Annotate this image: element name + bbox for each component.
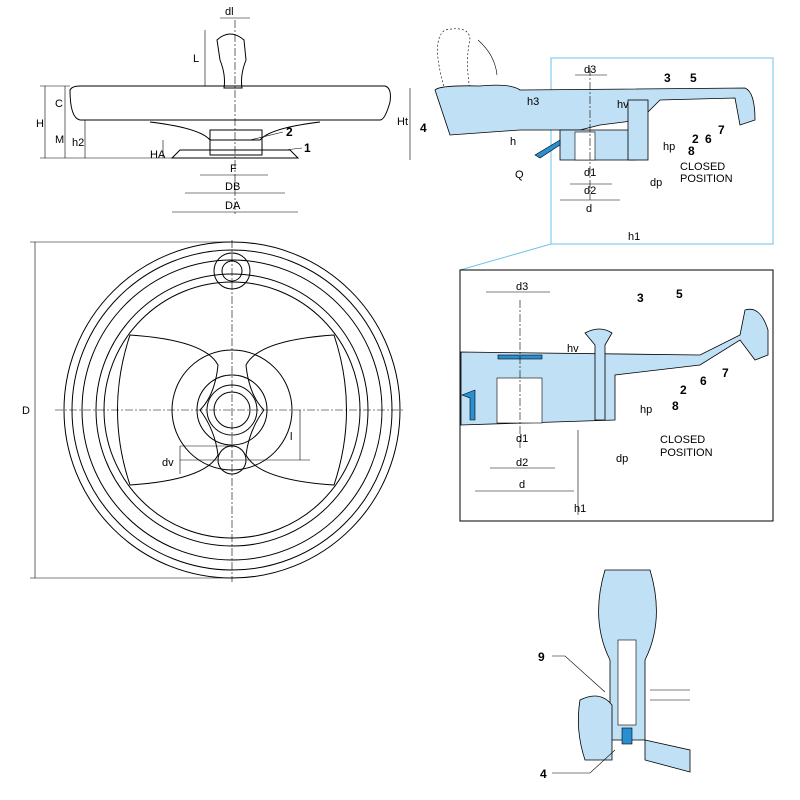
label-d1: d1	[584, 167, 596, 179]
label-hp: hp	[663, 141, 675, 153]
label-h1: h1	[628, 231, 640, 243]
label-H: H	[36, 118, 44, 130]
label-d: d	[586, 203, 592, 215]
label-C: C	[55, 98, 63, 110]
callout-4: 4	[420, 121, 427, 135]
label-d3: d3	[584, 64, 596, 76]
label-closed: CLOSED	[680, 161, 725, 173]
label-L: L	[193, 53, 199, 65]
label-dp: dp	[650, 177, 662, 189]
label-position: POSITION	[680, 173, 733, 185]
detail-callout-6: 6	[700, 374, 707, 388]
label-D: D	[22, 405, 30, 417]
label-h: h	[510, 136, 516, 148]
label-dv: dv	[162, 457, 174, 469]
detail-label-h1: h1	[574, 503, 586, 515]
hub	[209, 129, 263, 156]
label-DB: DB	[225, 181, 240, 193]
label-h2: h2	[72, 137, 84, 149]
revolving-handle	[216, 33, 247, 89]
detail-callout-2: 2	[680, 383, 687, 397]
detail-callout-7: 7	[722, 366, 729, 380]
callout-8: 8	[688, 144, 695, 158]
detail-label-d: d	[519, 479, 525, 491]
handle-section-view: 9 4	[538, 569, 691, 781]
callout-9: 9	[538, 650, 545, 664]
callout-5: 5	[690, 71, 697, 85]
side-view: dl L C H M h2 HA F DB DA 2 1	[36, 6, 391, 215]
callout-2b: 2	[692, 132, 699, 146]
section-view: d3 3 5 hv h3 Ht 4 h Q d1 d2 d 2 6 7 hp 8…	[397, 28, 774, 271]
label-hv: hv	[617, 99, 629, 111]
callout-1: 1	[304, 141, 311, 155]
label-Q: Q	[515, 169, 524, 181]
detail-label-d2: d2	[516, 457, 528, 469]
callout-6: 6	[705, 132, 712, 146]
label-DA: DA	[225, 200, 241, 212]
detail-callout-3: 3	[637, 291, 644, 305]
detail-label-hp: hp	[640, 404, 652, 416]
label-dl: dl	[225, 6, 234, 18]
detail-label-position: POSITION	[660, 447, 713, 459]
callout-2: 2	[286, 125, 293, 139]
detail-label-closed: CLOSED	[660, 434, 705, 446]
base	[170, 149, 300, 159]
detail-view: d3 3 5 hv 7 6 2 8 hp CLOSED POSITION d1 …	[459, 269, 774, 522]
detail-callout-5: 5	[676, 287, 683, 301]
detail-label-d3: d3	[516, 281, 528, 293]
detail-label-hv: hv	[567, 343, 579, 355]
label-HA: HA	[150, 149, 166, 161]
callout-3: 3	[664, 71, 671, 85]
label-M: M	[55, 134, 64, 146]
wheel-rim	[69, 85, 391, 121]
label-Ht: Ht	[397, 116, 408, 128]
label-d2: d2	[584, 185, 596, 197]
detail-label-dp: dp	[616, 453, 628, 465]
front-view: D l dv	[22, 240, 405, 582]
callout-4b: 4	[540, 767, 547, 781]
label-h3: h3	[527, 96, 539, 108]
detail-callout-8: 8	[672, 399, 679, 413]
callout-7: 7	[718, 123, 725, 137]
label-l: l	[290, 431, 292, 443]
label-F: F	[230, 163, 237, 175]
detail-label-d1: d1	[516, 433, 528, 445]
